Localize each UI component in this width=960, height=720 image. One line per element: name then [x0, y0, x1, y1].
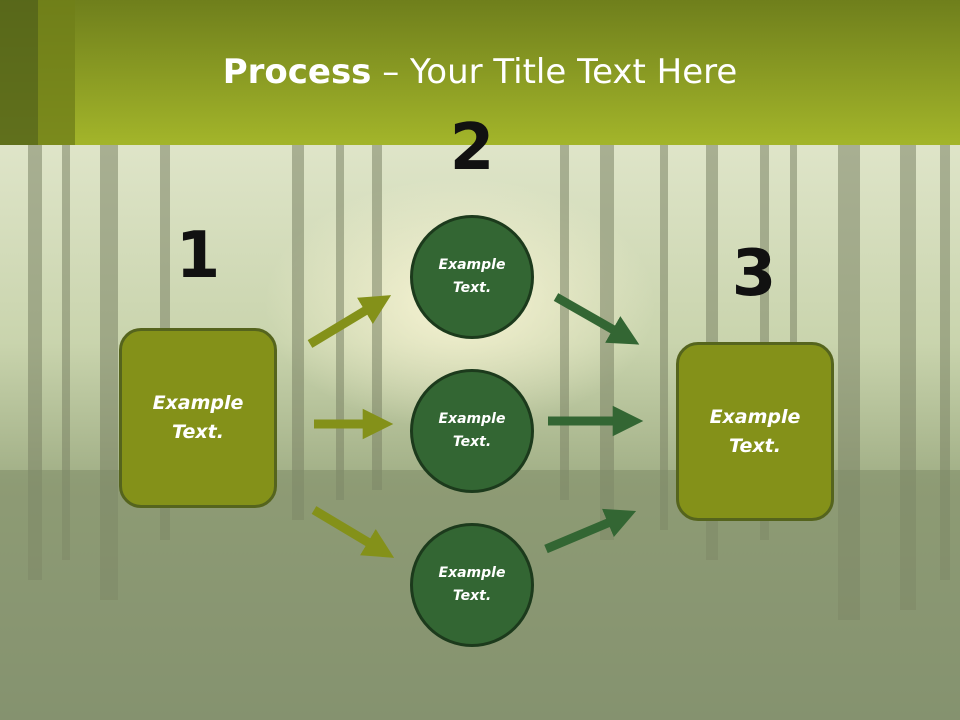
title-rest: – Your Title Text Here [371, 52, 738, 92]
step-3-box[interactable]: Example Text. [676, 342, 834, 521]
step-1-text: Example Text. [152, 392, 244, 443]
arrow-1-to-top [307, 295, 392, 348]
step-2-circle-bottom-text: Example Text. [438, 565, 506, 604]
step-2-circle-top[interactable]: Example Text. [410, 215, 534, 339]
step-2-circle-bottom[interactable]: Example Text. [410, 523, 534, 647]
slide-title: Process – Your Title Text Here [0, 52, 960, 92]
header-accent-mid [38, 0, 75, 145]
step-number-1: 1 [175, 219, 221, 293]
step-number-2: 2 [449, 111, 495, 185]
title-bold: Process [222, 52, 372, 92]
step-2-circle-top-text: Example Text. [438, 257, 506, 296]
header-bar [0, 0, 960, 145]
arrow-1-to-bottom [311, 506, 395, 558]
arrow-bottom-to-3 [544, 508, 637, 554]
header-accent-dark [0, 0, 38, 145]
step-1-box[interactable]: Example Text. [119, 328, 277, 508]
step-2-circle-middle[interactable]: Example Text. [410, 369, 534, 493]
step-number-3: 3 [731, 237, 777, 311]
step-3-text: Example Text. [709, 405, 801, 457]
step-2-circle-middle-text: Example Text. [438, 411, 506, 450]
arrow-top-to-3 [553, 293, 640, 345]
